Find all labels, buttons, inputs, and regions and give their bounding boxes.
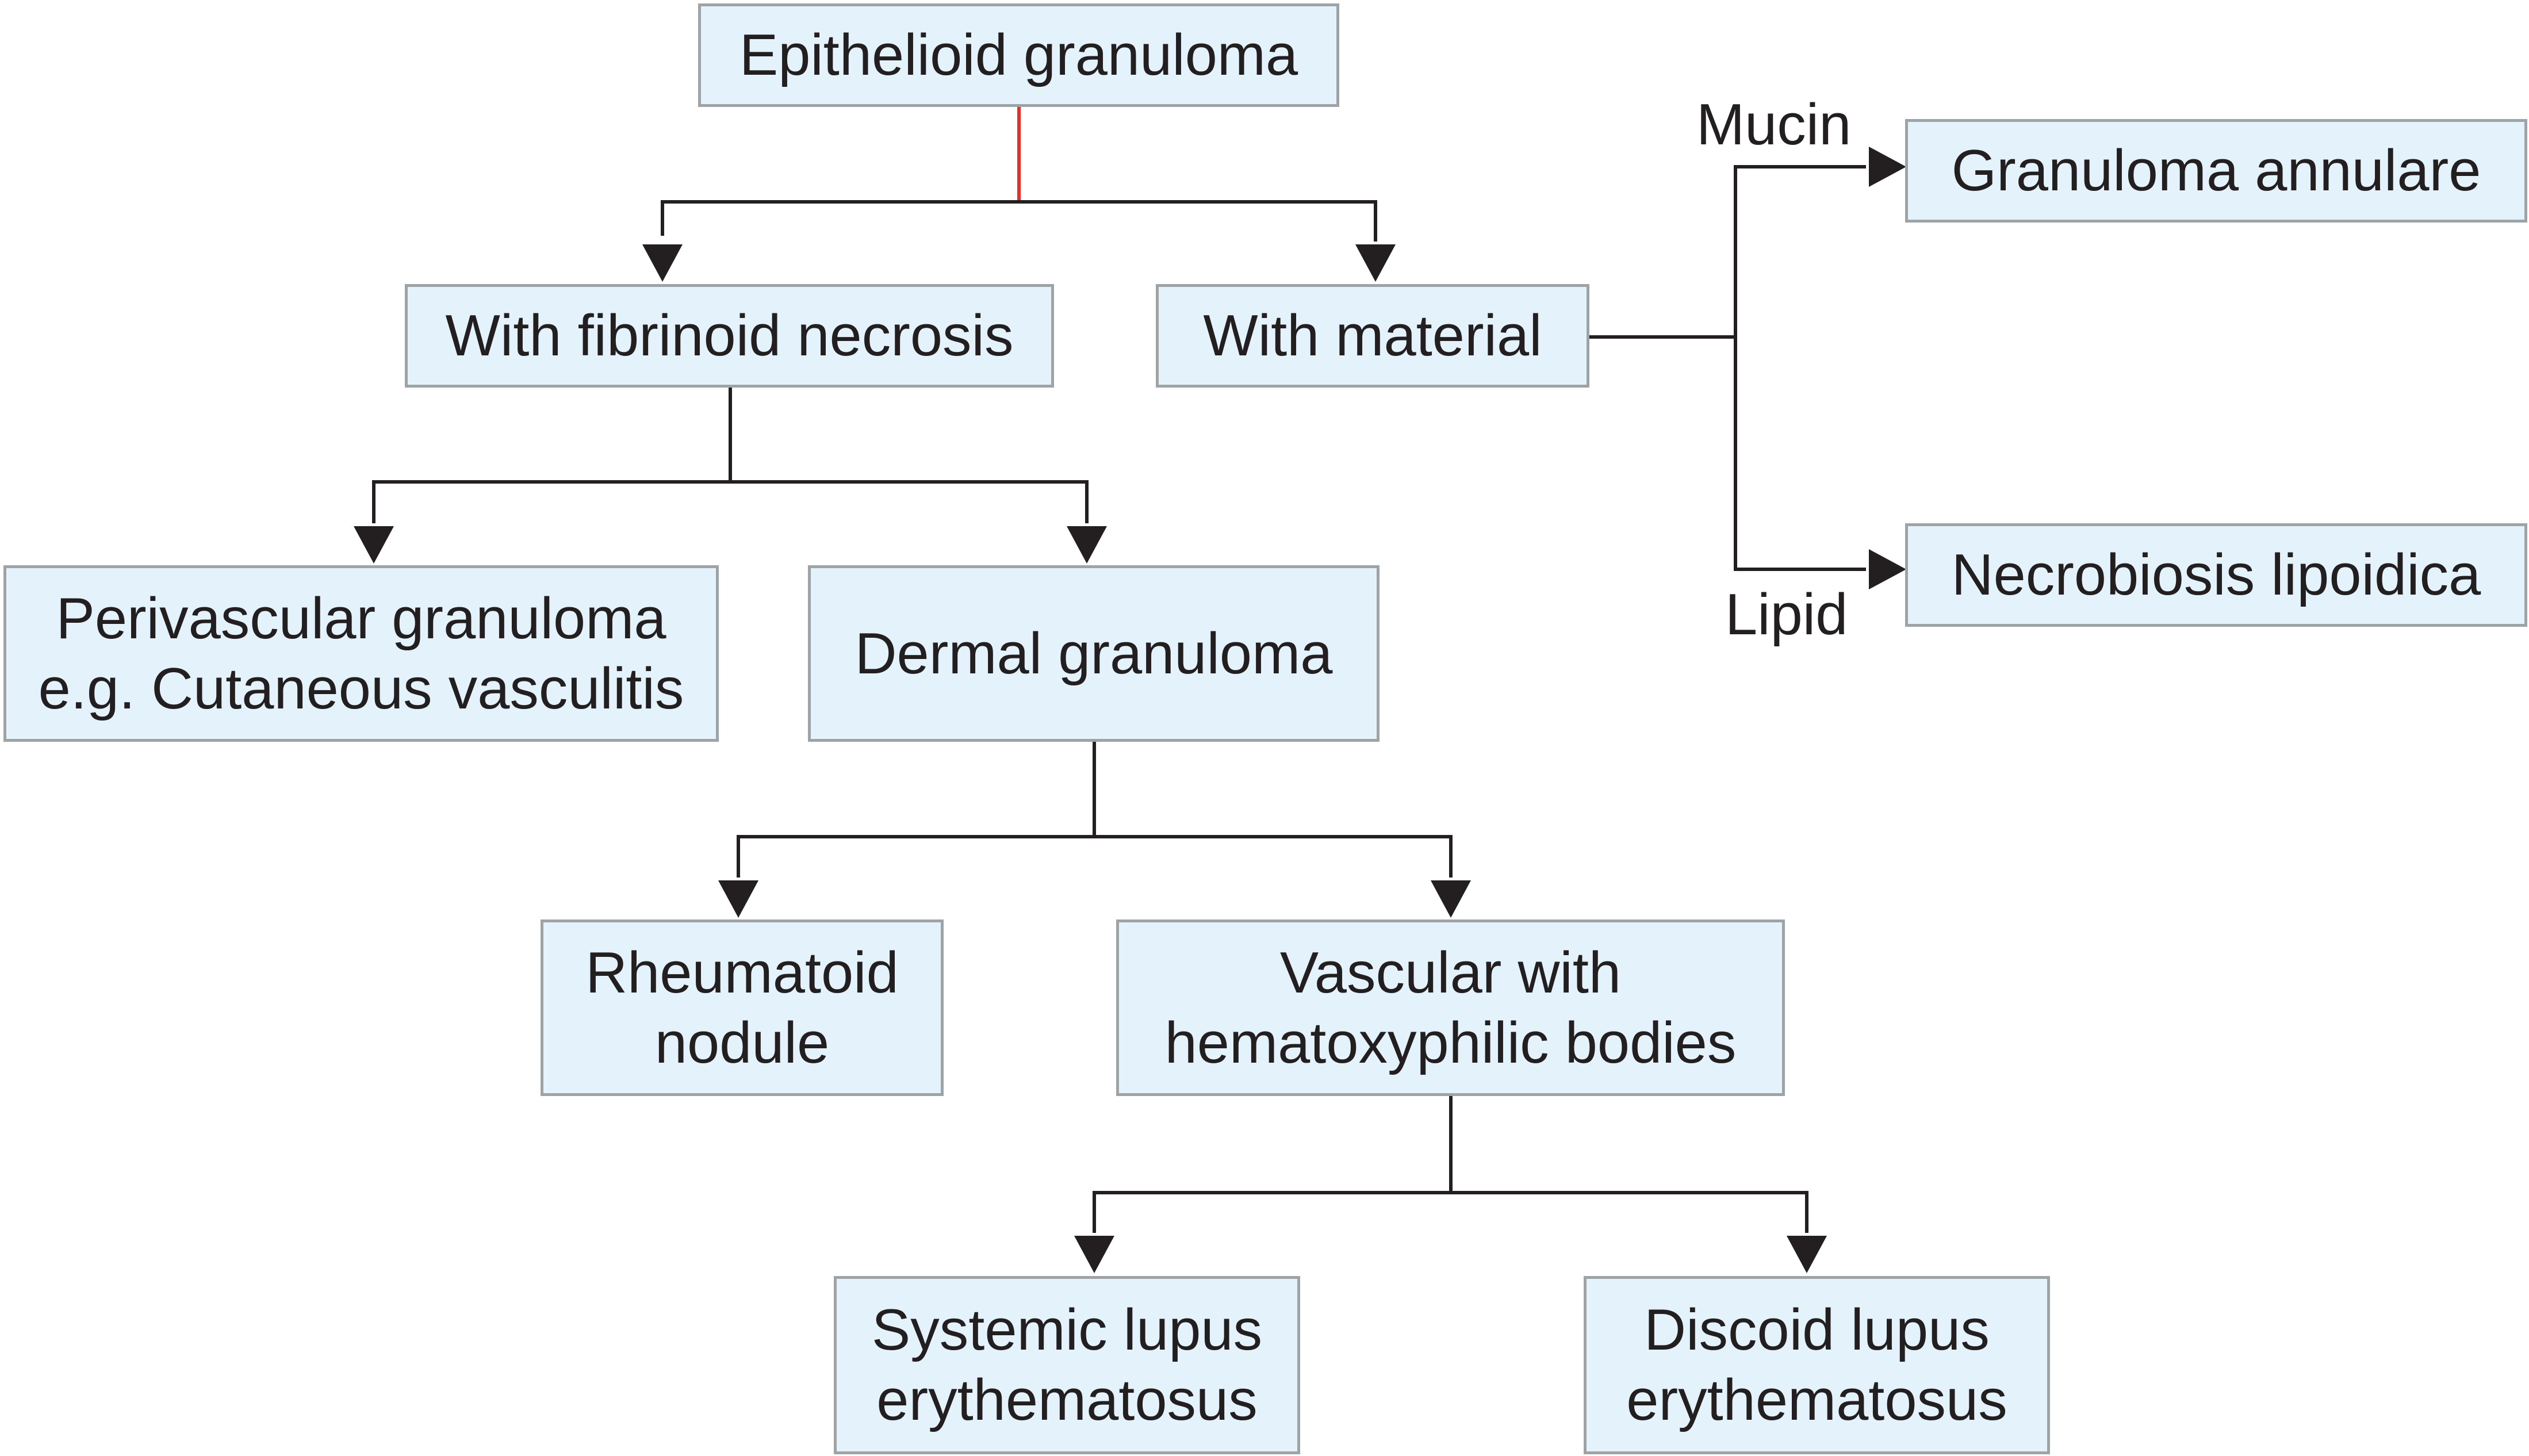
edge-label-mucin: Mucin [1696, 93, 1852, 157]
node-label-line-2: hematoxyphilic bodies [1164, 1010, 1737, 1075]
material-bracket-line [1734, 165, 1866, 571]
node-label: Granuloma annulare [1951, 139, 2481, 203]
node-label-line-2: e.g. Cutaneous vasculitis [38, 656, 684, 721]
node-label: With material [1203, 304, 1542, 368]
node-label-line-1: Perivascular granuloma [56, 586, 666, 651]
node-label: Necrobiosis lipoidica [1951, 543, 2481, 607]
dermal-split-line [737, 835, 1453, 878]
node-label: Dermal granuloma [855, 621, 1333, 686]
node-label-line-2: erythematosus [876, 1368, 1258, 1432]
node-vascular-hematoxyphilic-bodies: Vascular with hematoxyphilic bodies [1116, 919, 1785, 1096]
node-rheumatoid-nodule: Rheumatoid nodule [541, 919, 944, 1096]
node-label-line-1: Rheumatoid [585, 940, 899, 1005]
node-systemic-lupus-erythematosus: Systemic lupus erythematosus [834, 1276, 1300, 1454]
arrow-to-perivascular [354, 526, 394, 564]
node-granuloma-annulare: Granuloma annulare [1905, 119, 2527, 223]
arrow-to-sle [1074, 1236, 1114, 1273]
arrow-to-vascular [1431, 880, 1471, 918]
arrow-to-granuloma-annulare [1869, 147, 1906, 187]
node-label-line-1: Discoid lupus [1644, 1298, 1990, 1362]
arrow-to-material [1355, 244, 1396, 282]
node-label-line-1: Systemic lupus [871, 1298, 1263, 1362]
node-label-line-2: erythematosus [1626, 1368, 2007, 1432]
arrow-to-dermal [1067, 526, 1107, 564]
arrow-to-dle [1787, 1236, 1827, 1273]
node-dermal-granuloma: Dermal granuloma [808, 565, 1380, 742]
node-with-fibrinoid-necrosis: With fibrinoid necrosis [405, 284, 1054, 388]
edge-label-lipid: Lipid [1725, 583, 1848, 647]
node-label: Epithelioid granuloma [739, 23, 1298, 87]
node-label-line-1: Vascular with [1279, 940, 1622, 1005]
node-necrobiosis-lipoidica: Necrobiosis lipoidica [1905, 523, 2527, 627]
node-label: With fibrinoid necrosis [445, 304, 1014, 368]
node-label-line-2: nodule [654, 1010, 830, 1075]
root-split-line [661, 200, 1377, 242]
vascular-split-line [1093, 1191, 1808, 1233]
arrow-to-fibrinoid [642, 244, 683, 282]
node-perivascular-granuloma: Perivascular granuloma e.g. Cutaneous va… [3, 565, 719, 742]
node-with-material: With material [1156, 284, 1589, 388]
fibrinoid-split-line [372, 480, 1089, 523]
node-discoid-lupus-erythematosus: Discoid lupus erythematosus [1584, 1276, 2050, 1454]
arrow-to-rheumatoid [718, 880, 758, 918]
node-epithelioid-granuloma: Epithelioid granuloma [698, 3, 1339, 107]
arrow-to-necrobiosis [1869, 549, 1906, 589]
